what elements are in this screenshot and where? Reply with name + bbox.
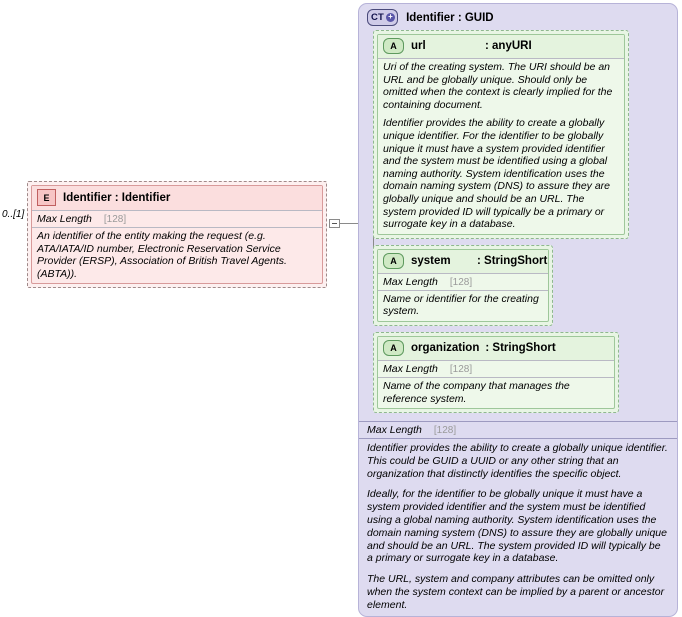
complextype-doc-paragraph-1: Identifier provides the ability to creat… bbox=[367, 442, 668, 480]
element-box-inner: E Identifier : Identifier Max Length [128… bbox=[31, 185, 323, 285]
element-doc-paragraph: An identifier of the entity making the r… bbox=[37, 230, 287, 280]
attribute-organization-documentation: Name of the company that manages the ref… bbox=[378, 376, 614, 408]
complextype-badge-label: CT bbox=[371, 12, 385, 23]
attribute-url-name: url bbox=[411, 40, 426, 52]
attribute-url-doc-paragraph-2: Identifier provides the ability to creat… bbox=[383, 117, 611, 231]
complextype-title-label: Identifier : GUID bbox=[406, 11, 494, 24]
attribute-badge-icon: A bbox=[383, 339, 404, 356]
complextype-documentation: Identifier provides the ability to creat… bbox=[359, 438, 677, 616]
attribute-badge-icon: A bbox=[383, 252, 404, 269]
attribute-url-inner: A url : anyURI Uri of the creating syste… bbox=[377, 34, 625, 235]
attribute-organization-name: organization bbox=[411, 341, 480, 354]
attribute-url-title-row[interactable]: A url : anyURI bbox=[378, 35, 624, 58]
element-facet-value: [128] bbox=[103, 214, 127, 225]
connector-element-to-complextype bbox=[340, 223, 358, 224]
element-title-row[interactable]: E Identifier : Identifier bbox=[32, 186, 322, 210]
attribute-system-name: system bbox=[411, 254, 451, 267]
attribute-system-doc-paragraph: Name or identifier for the creating syst… bbox=[383, 292, 539, 318]
attribute-system-facet-value: [128] bbox=[449, 276, 473, 288]
element-cardinality: 0..[1] bbox=[2, 209, 25, 220]
element-box-identifier[interactable]: E Identifier : Identifier Max Length [128… bbox=[27, 181, 327, 289]
attribute-system-facet-label: Max Length bbox=[383, 275, 438, 288]
attribute-system-documentation: Name or identifier for the creating syst… bbox=[378, 289, 548, 321]
element-documentation: An identifier of the entity making the r… bbox=[32, 227, 322, 283]
complextype-doc-paragraph-2: Ideally, for the identifier to be global… bbox=[367, 488, 667, 565]
complextype-box-guid[interactable]: CT+ Identifier : GUID A url : anyURI Uri… bbox=[358, 3, 678, 617]
attribute-url-doc-paragraph-1: Uri of the creating system. The URI shou… bbox=[383, 61, 613, 111]
attribute-box-url[interactable]: A url : anyURI Uri of the creating syste… bbox=[373, 30, 629, 239]
attribute-badge-icon: A bbox=[383, 38, 404, 54]
complextype-facet-maxlength: Max Length [128] bbox=[359, 421, 677, 438]
attribute-organization-facet-value: [128] bbox=[449, 363, 473, 375]
expand-collapse-toggle[interactable] bbox=[329, 219, 340, 228]
attribute-box-system[interactable]: A system : StringShort Max Length [128] N… bbox=[373, 244, 553, 326]
attribute-url-type: : anyURI bbox=[485, 40, 532, 52]
element-title-label: Identifier : Identifier bbox=[63, 191, 171, 204]
attribute-organization-facet-label: Max Length bbox=[383, 362, 438, 375]
complextype-badge-icon: CT+ bbox=[367, 9, 399, 26]
complextype-facet-label: Max Length bbox=[367, 424, 422, 437]
attribute-system-inner: A system : StringShort Max Length [128] N… bbox=[377, 248, 549, 322]
attribute-organization-doc-paragraph: Name of the company that manages the ref… bbox=[383, 379, 570, 405]
complextype-facet-value: [128] bbox=[433, 425, 457, 437]
attribute-organization-title-row[interactable]: A organization : StringShort bbox=[378, 336, 614, 360]
complextype-doc-paragraph-3: The URL, system and company attributes c… bbox=[367, 573, 665, 611]
element-facet-maxlength: Max Length [128] bbox=[32, 210, 322, 227]
attribute-url-documentation: Uri of the creating system. The URI shou… bbox=[378, 58, 624, 234]
attribute-organization-inner: A organization : StringShort Max Length [… bbox=[377, 335, 615, 410]
attribute-system-type: : StringShort bbox=[477, 254, 548, 267]
attribute-organization-type: : StringShort bbox=[485, 341, 556, 354]
complextype-title-row[interactable]: CT+ Identifier : GUID bbox=[359, 4, 677, 30]
attribute-box-organization[interactable]: A organization : StringShort Max Length [… bbox=[373, 331, 619, 414]
element-facet-label: Max Length bbox=[37, 213, 92, 225]
attribute-organization-facet-maxlength: Max Length [128] bbox=[378, 359, 614, 377]
plus-icon[interactable]: + bbox=[386, 13, 396, 22]
attribute-system-title-row[interactable]: A system : StringShort bbox=[378, 249, 548, 273]
element-badge-icon: E bbox=[37, 189, 56, 206]
attribute-system-facet-maxlength: Max Length [128] bbox=[378, 272, 548, 290]
